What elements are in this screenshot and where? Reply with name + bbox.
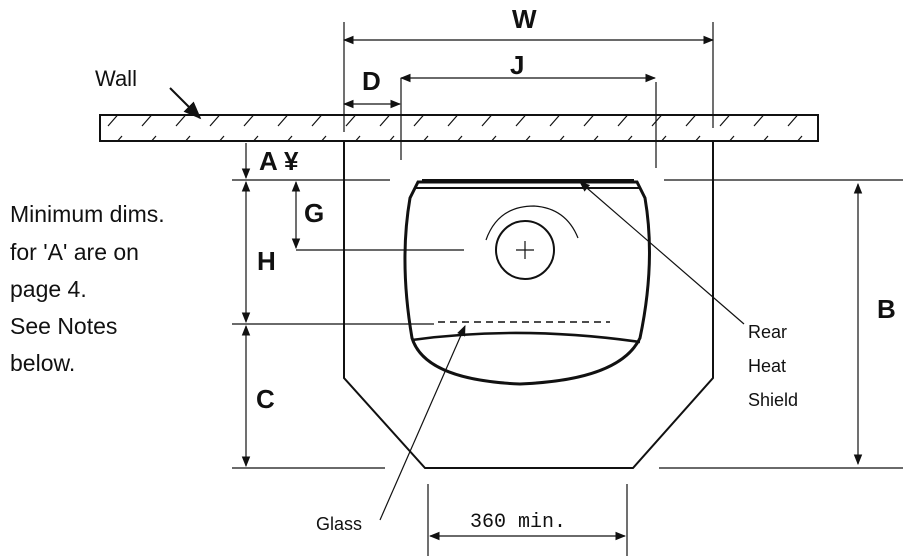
j-label: J bbox=[510, 50, 524, 80]
flue-outlet-circle bbox=[495, 220, 555, 280]
a-label: A ¥ bbox=[259, 146, 299, 176]
note-line3: page 4. bbox=[10, 276, 87, 302]
wall-label: Wall bbox=[95, 66, 137, 91]
d-label: D bbox=[362, 66, 381, 96]
flue-arc bbox=[485, 205, 579, 241]
g-label: G bbox=[304, 198, 324, 228]
wall-pointer bbox=[169, 87, 202, 120]
glass-pointer bbox=[379, 325, 466, 521]
note-line1: Minimum dims. bbox=[10, 201, 165, 227]
rear-label-line3: Shield bbox=[748, 390, 798, 410]
note-line4: See Notes bbox=[10, 313, 117, 339]
stove-footprint-outline bbox=[343, 140, 714, 469]
rear-label-line1: Rear bbox=[748, 322, 787, 342]
c-label: C bbox=[256, 384, 275, 414]
wall bbox=[99, 114, 819, 142]
h-label: H bbox=[257, 246, 276, 276]
glass-label: Glass bbox=[316, 514, 362, 534]
w-label: W bbox=[512, 4, 537, 34]
rear-label-line2: Heat bbox=[748, 356, 786, 376]
stove-body bbox=[403, 179, 651, 386]
note-line5: below. bbox=[10, 350, 75, 376]
b-label: B bbox=[877, 294, 896, 324]
min-label: 360 min. bbox=[470, 511, 566, 534]
minimum-dims-note: Minimum dims. for 'A' are on page 4. See… bbox=[10, 201, 165, 376]
note-line2: for 'A' are on bbox=[10, 239, 139, 265]
rear-heat-shield-pointer bbox=[579, 181, 745, 325]
